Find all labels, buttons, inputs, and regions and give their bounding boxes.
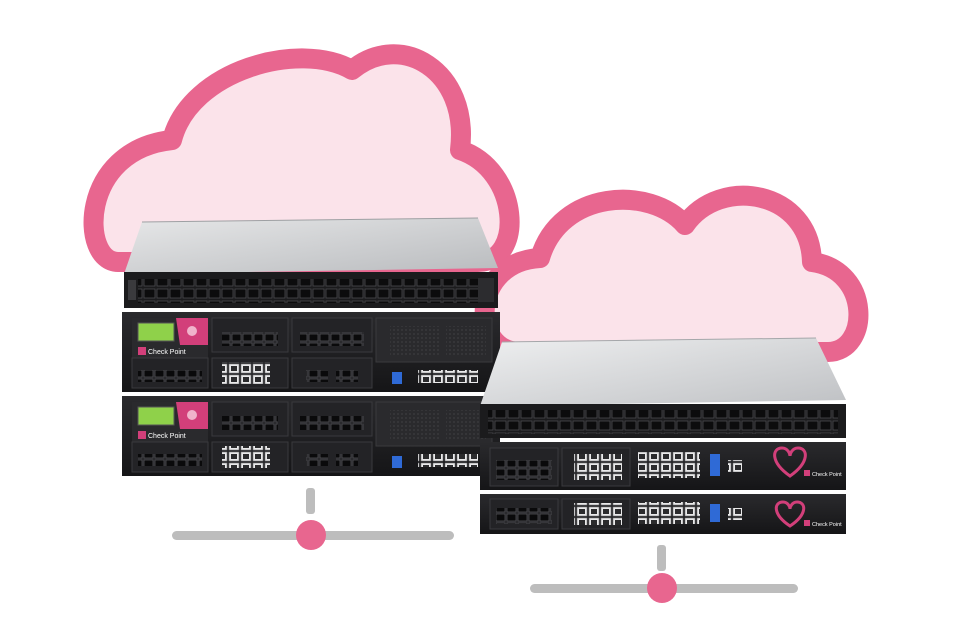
right-appliance-stack: Check Point Check Point <box>480 337 846 534</box>
left-network-connector <box>172 488 454 550</box>
right-appliance-lower: Check Point <box>480 494 846 534</box>
lcd-screen <box>137 406 175 426</box>
right-appliance-upper: Check Point <box>480 442 846 490</box>
left-appliance-lower: Check Point <box>122 396 500 476</box>
left-appliance-upper: Check Point <box>122 312 500 392</box>
right-cloud <box>474 185 869 362</box>
left-appliance-stack: Check Point Check <box>122 217 500 476</box>
left-connector-dot <box>296 520 326 550</box>
right-brand-lower: Check Point <box>812 522 842 528</box>
left-switch-lid <box>124 218 498 274</box>
left-cloud <box>83 44 520 272</box>
right-brand-upper: Check Point <box>812 472 842 478</box>
lcd-screen <box>137 322 175 342</box>
left-brand-upper: Check Point <box>148 349 186 356</box>
right-brand-logo-upper <box>773 446 807 478</box>
right-brand-logo-lower <box>774 500 806 528</box>
right-network-connector <box>530 545 798 603</box>
right-switch-lid <box>480 338 846 406</box>
left-brand-lower: Check Point <box>148 433 186 440</box>
right-connector-dot <box>647 573 677 603</box>
